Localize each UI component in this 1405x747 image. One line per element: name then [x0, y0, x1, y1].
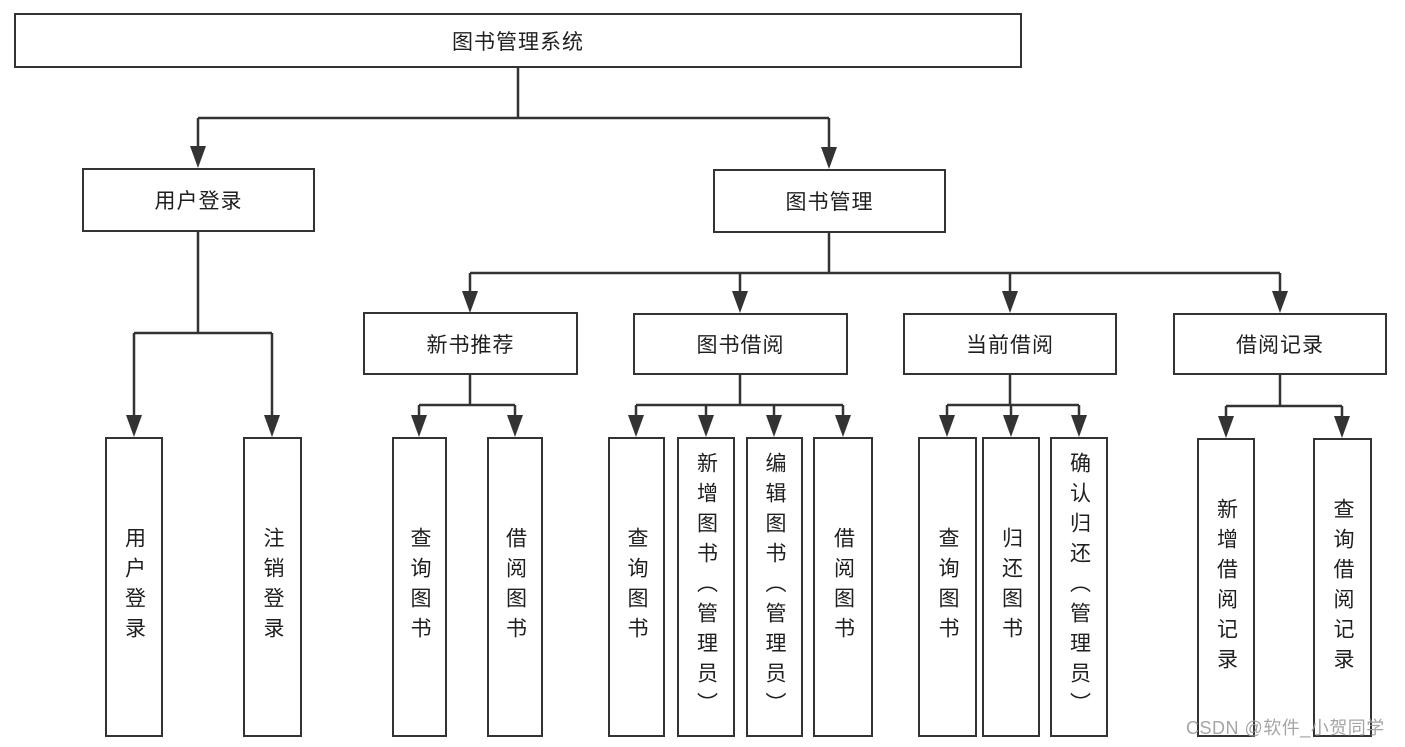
leaf-user-login: 用户登录 — [105, 437, 163, 737]
leaf-confirm-return-admin: 确认归还（管理员） — [1050, 437, 1108, 737]
node-current-borrowing: 当前借阅 — [903, 313, 1117, 375]
leaf-query-books-borrowing: 查询图书 — [608, 437, 665, 737]
leaf-query-books-current: 查询图书 — [918, 437, 977, 737]
node-book-management: 图书管理 — [713, 169, 946, 233]
leaf-borrow-books-recommend: 借阅图书 — [487, 437, 543, 737]
node-book-borrowing: 图书借阅 — [633, 313, 848, 375]
leaf-add-borrow-record: 新增借阅记录 — [1197, 438, 1255, 737]
leaf-query-books-recommend: 查询图书 — [392, 437, 447, 737]
leaf-add-books-admin: 新增图书（管理员） — [677, 437, 735, 737]
leaf-borrow-books-borrowing: 借阅图书 — [813, 437, 873, 737]
leaf-logout: 注销登录 — [243, 437, 302, 737]
arrowhead-icons — [126, 146, 1350, 438]
leaf-return-books: 归还图书 — [982, 437, 1040, 737]
leaf-query-borrow-record: 查询借阅记录 — [1313, 438, 1372, 737]
node-borrowing-records: 借阅记录 — [1173, 313, 1387, 375]
node-library-management-system: 图书管理系统 — [14, 13, 1022, 68]
node-new-book-recommendation: 新书推荐 — [363, 312, 578, 375]
node-user-login: 用户登录 — [82, 168, 315, 232]
leaf-edit-books-admin: 编辑图书（管理员） — [746, 437, 803, 737]
watermark: CSDN @软件_小贺同学 — [1186, 718, 1385, 738]
